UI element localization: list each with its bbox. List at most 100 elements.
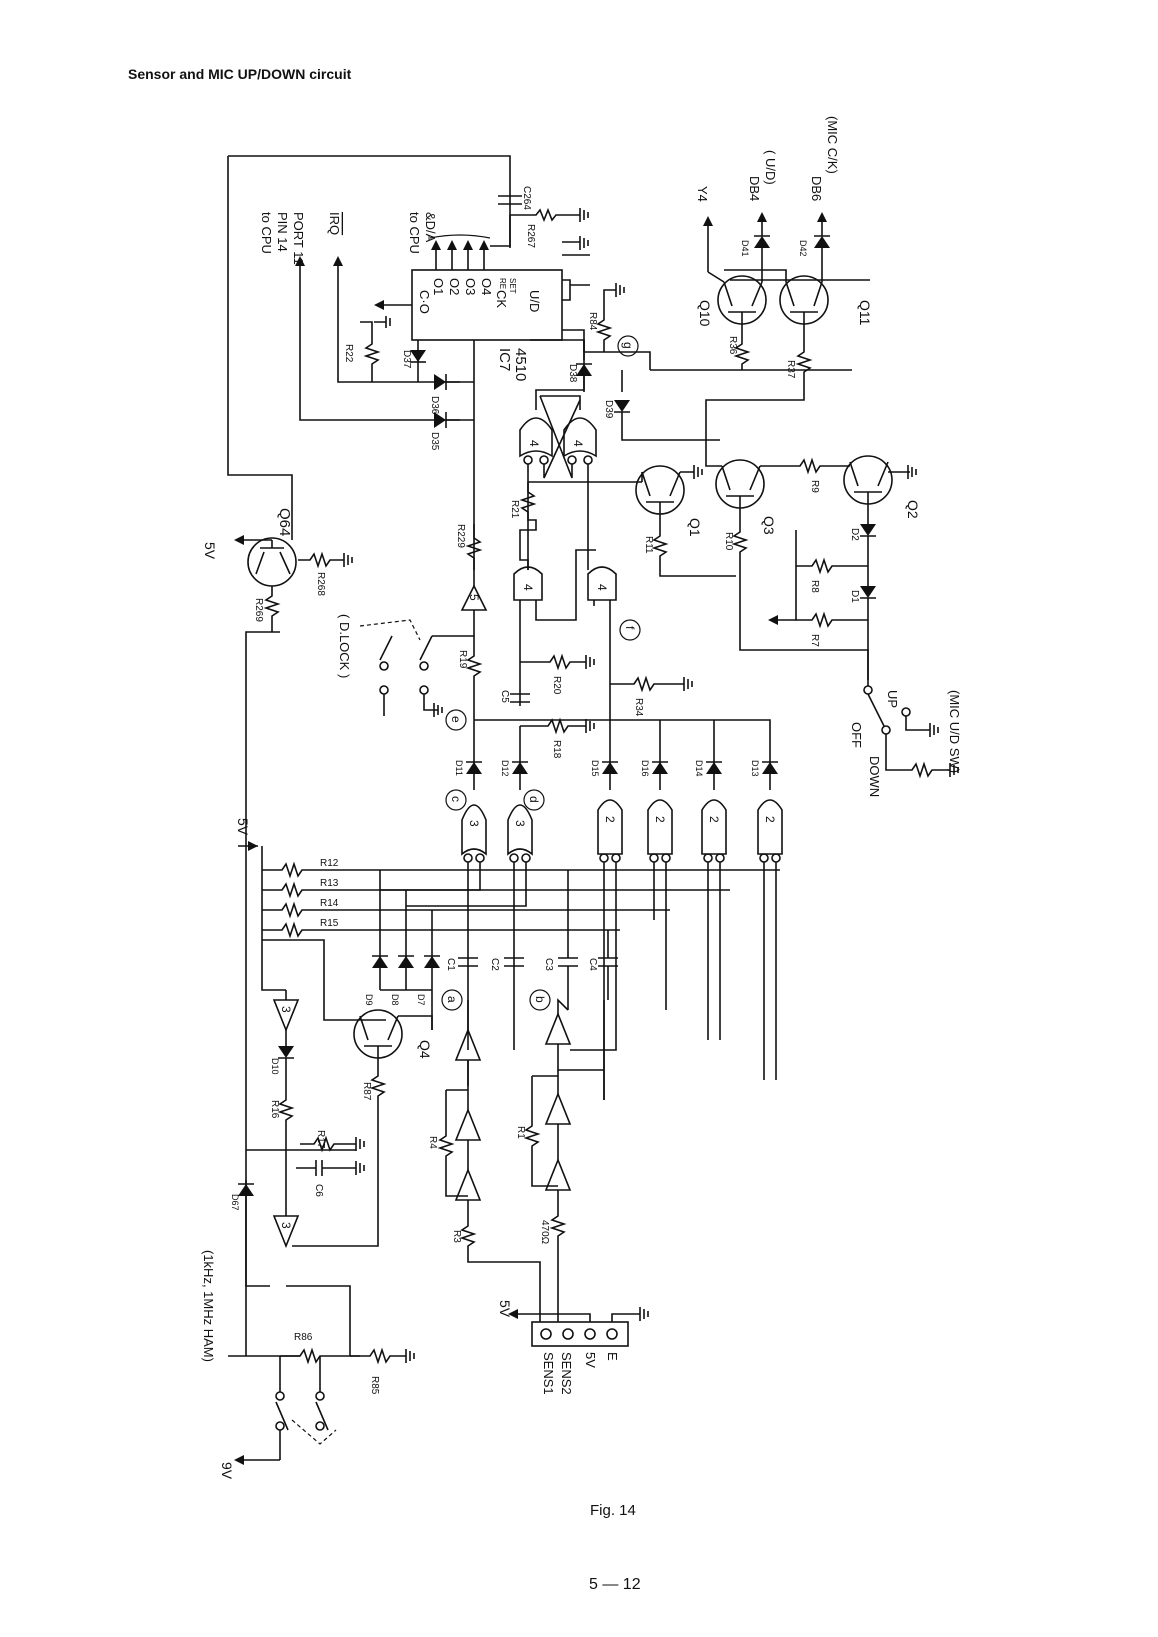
nand4-gate-2-label: 4 xyxy=(595,584,609,591)
q1-q3-q2-stage: Q1 Q3 Q2 R9 R11 R10 D2 R8 D1 R7 xyxy=(528,450,921,680)
or-nand-gate-row: 3 3 2 2 2 2 xyxy=(380,799,783,1100)
r9-label: R9 xyxy=(809,480,820,493)
frame-wires xyxy=(227,155,870,1357)
r19-label: R19 xyxy=(457,650,468,669)
connector-pin-sens1: SENS1 xyxy=(541,1352,556,1395)
nand2-gate-3-label: 2 xyxy=(707,816,721,823)
r13-label: R13 xyxy=(320,878,339,889)
d42-label: D42 xyxy=(798,240,808,257)
test-point-b: b xyxy=(533,996,547,1003)
page-number: 5 — 12 xyxy=(589,1576,641,1593)
switch-off-label: OFF xyxy=(849,722,864,748)
supply-9v-label: 9V xyxy=(219,1462,235,1480)
d13-label: D13 xyxy=(750,760,760,777)
c264-label: C264 xyxy=(521,186,532,210)
r84-label: R84 xyxy=(587,312,598,331)
r8-label: R8 xyxy=(809,580,820,593)
connector-body xyxy=(531,1321,629,1347)
d14-label: D14 xyxy=(694,760,704,777)
pin14-label: PIN 14 xyxy=(275,212,290,252)
c6-label: C6 xyxy=(313,1184,324,1197)
switch-down-label: DOWN xyxy=(867,756,882,797)
connector-pin-5v: 5V xyxy=(583,1352,598,1368)
c5-r20-r34-r18: C5 R20 R34 R18 e xyxy=(445,653,771,759)
d67-label: D67 xyxy=(230,1194,240,1211)
c3-label: C3 xyxy=(543,958,554,971)
ic7-pin-set: SET xyxy=(508,278,517,294)
d38-d39-r84: D38 D39 R84 g xyxy=(562,283,720,441)
nand4-gate-1-label: 4 xyxy=(521,584,535,591)
r18-label: R18 xyxy=(551,740,562,759)
d11-label: D11 xyxy=(454,760,464,776)
irq-label: IRQ xyxy=(327,212,342,235)
db6-sub-label: (MIC C/K) xyxy=(825,116,840,174)
r87-label: R87 xyxy=(361,1082,372,1101)
dlock-switch: ( D.LOCK ) 5 R229 R19 xyxy=(337,524,488,754)
r229-label: R229 xyxy=(455,524,466,548)
db4-label: DB4 xyxy=(747,176,762,201)
r2-label: R4 xyxy=(427,1136,438,1149)
rail-5v-label: 5V xyxy=(235,818,251,836)
ic7-pin-co: C·O xyxy=(417,290,432,314)
r21-label: R21 xyxy=(509,500,520,519)
r36-label: R36 xyxy=(727,336,738,355)
d2-label: D2 xyxy=(849,528,860,541)
q1-label: Q1 xyxy=(687,518,703,537)
ham-label: (1kHz, 1MHz HAM) xyxy=(201,1250,216,1362)
figure-caption: Fig. 14 xyxy=(590,1502,636,1519)
test-point-d: d xyxy=(527,796,541,803)
capacitors-c1-c4: C1 C2 C3 C4 xyxy=(445,870,618,1010)
d12-label: D12 xyxy=(500,760,510,777)
ic7-pin-o3: O3 xyxy=(463,278,478,295)
cpu-output-labels: to CPU PIN 14 PORT 11 IRQ to CPU &D/A xyxy=(259,212,460,421)
d35-label: D35 xyxy=(429,432,440,451)
to-cpu-label: to CPU xyxy=(259,212,274,254)
connector-pin-e: E xyxy=(605,1352,620,1361)
ic7-part: 4510 xyxy=(512,348,529,381)
q11-label: Q11 xyxy=(857,300,873,326)
ic7-pin-o2: O2 xyxy=(447,278,462,295)
ic7-pin-ck: CK xyxy=(494,290,509,308)
r22-label: R22 xyxy=(343,344,354,363)
inv3-gate-1-label: 3 xyxy=(279,1006,293,1013)
r17-label: R17 xyxy=(315,1130,326,1149)
q10-label: Q10 xyxy=(697,300,713,327)
nand2-gate-1-label: 2 xyxy=(603,816,617,823)
r37-label: R37 xyxy=(785,360,796,379)
connector-5v-arrow-label: 5V xyxy=(497,1300,513,1318)
ic7-pin-o1: O1 xyxy=(431,278,446,295)
switch-up-label: UP xyxy=(885,690,900,708)
c2-label: C2 xyxy=(489,958,500,971)
y4-label: Y4 xyxy=(695,186,710,202)
r15-label: R15 xyxy=(320,918,339,929)
or-gate-2-label: 3 xyxy=(513,820,527,827)
page-title: Sensor and MIC UP/DOWN circuit xyxy=(128,66,352,82)
d7-label: D7 xyxy=(416,994,426,1006)
db4-sub-label: ( U/D) xyxy=(763,150,778,185)
ic7-pin-ud: U/D xyxy=(527,290,542,312)
d41-label: D41 xyxy=(740,240,750,257)
r3-label: 470Ω xyxy=(539,1220,550,1245)
r1-label: R3 xyxy=(451,1230,462,1243)
ic7-counter: C·O CK U/D O1 O2 O3 O4 RE SET IC7 4510 xyxy=(374,234,590,381)
or-gate-1-label: 3 xyxy=(467,820,481,827)
gate5-label: 5 xyxy=(467,594,481,601)
r20-label: R20 xyxy=(551,676,562,695)
port11-label: PORT 11 xyxy=(291,212,306,265)
mic-ud-switch: OFF UP DOWN (MIC U/D SW) xyxy=(849,649,962,797)
db6-label: DB6 xyxy=(809,176,824,201)
c1-label: C1 xyxy=(445,958,456,971)
inv3-gate-2-label: 3 xyxy=(279,1222,293,1229)
r12-label: R12 xyxy=(320,858,339,869)
nor-gate-2-label: 4 xyxy=(571,440,585,447)
mic-switch-label: (MIC U/D SW) xyxy=(947,690,962,773)
r269-label: R269 xyxy=(253,598,264,622)
d9-label: D9 xyxy=(364,994,374,1006)
r267-label: R267 xyxy=(525,224,536,248)
pullup-resistors: 5V R12 R13 R14 R15 xyxy=(235,818,780,1021)
q10-q11-output-stage: Y4 DB4 ( U/D) DB6 (MIC C/K) D41 D42 Q10 … xyxy=(695,116,873,450)
test-point-e: e xyxy=(449,716,463,723)
nor-gate-1-label: 4 xyxy=(527,440,541,447)
sensor-connector: 5V SENS1 SENS2 5V E xyxy=(497,1300,649,1395)
